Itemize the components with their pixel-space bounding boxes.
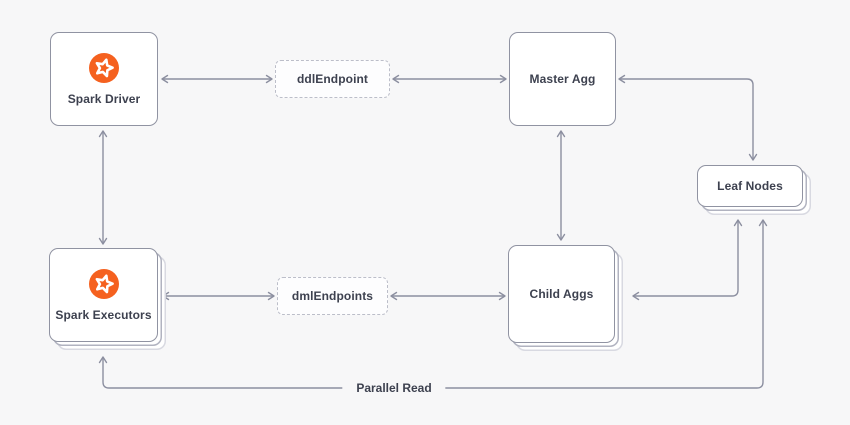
edge-leafnodes-childaggs [632, 219, 743, 301]
singlestore-star-icon [88, 268, 119, 299]
node-master-agg: Master Agg [509, 32, 616, 126]
node-ddl-endpoint: ddlEndpoint [275, 60, 390, 98]
singlestore-star-icon [89, 52, 119, 83]
node-spark-executors: Spark Executors [49, 248, 158, 342]
node-leaf-nodes: Leaf Nodes [697, 165, 803, 207]
node-label: dmlEndpoints [291, 289, 374, 303]
edge-parallel-read [98, 219, 768, 389]
edge-masteragg-leafnodes [618, 74, 758, 161]
parallel-read-label: Parallel Read [342, 380, 446, 396]
node-label: Master Agg [529, 72, 596, 86]
node-dml-endpoints: dmlEndpoints [277, 277, 388, 315]
node-spark-driver: Spark Driver [50, 32, 158, 126]
node-label: Spark Executors [55, 307, 152, 322]
node-child-aggs: Child Aggs [508, 245, 615, 343]
node-label: Leaf Nodes [717, 179, 783, 193]
node-label: Child Aggs [529, 287, 594, 301]
node-label: Spark Driver [67, 91, 141, 106]
node-label: ddlEndpoint [296, 72, 369, 86]
